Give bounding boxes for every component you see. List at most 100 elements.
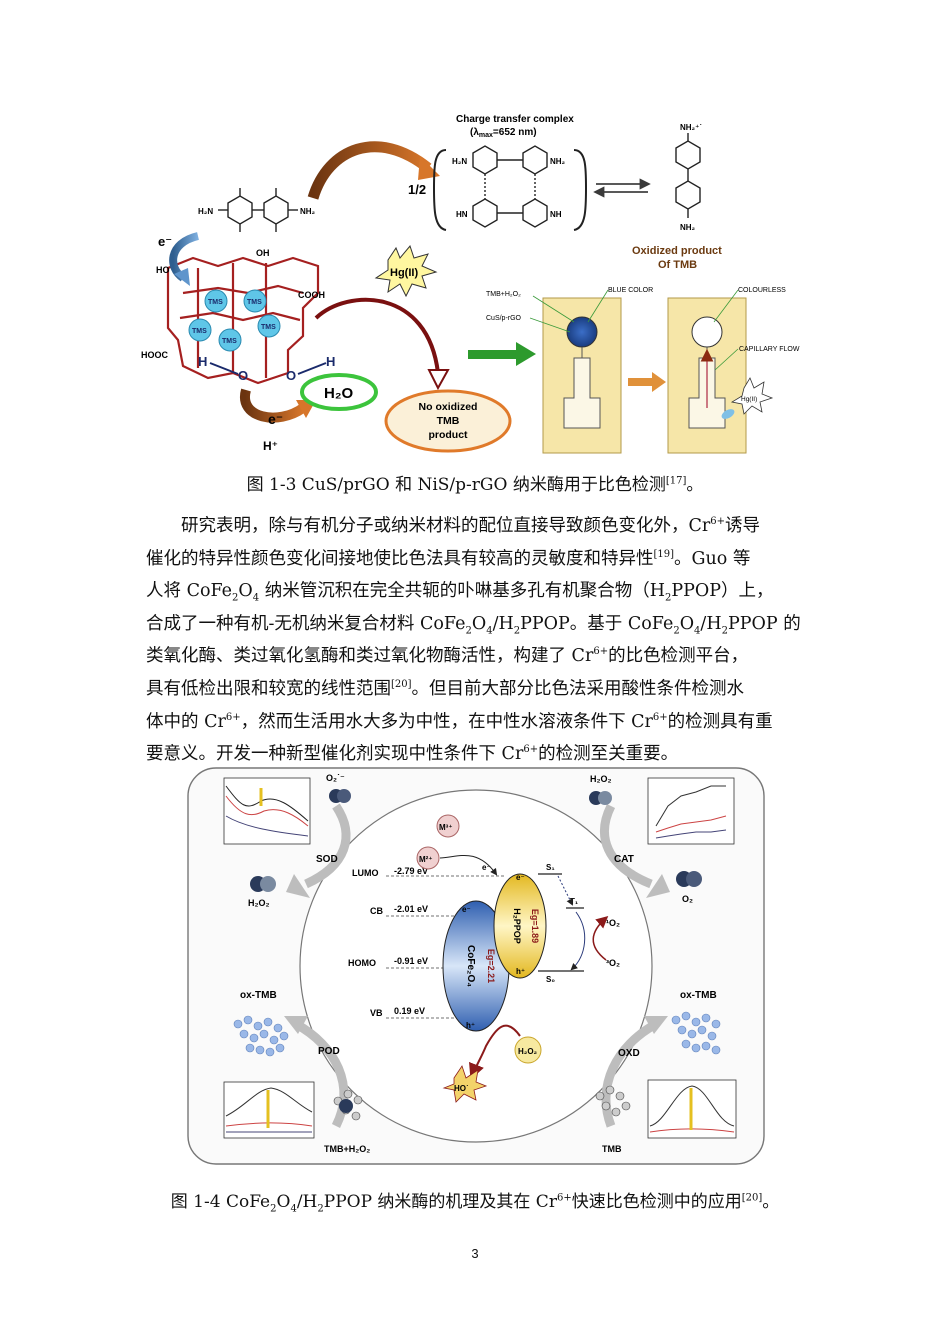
singlet-o2-label: ¹O₂: [606, 918, 620, 928]
o-right: O: [286, 368, 296, 383]
tms-dots: [188, 289, 281, 352]
colourless-label: COLOURLESS: [738, 287, 786, 294]
tmb-h2o2-molecule: [333, 1089, 363, 1121]
vb-label: VB: [370, 1008, 383, 1018]
ox-nh2-radical: NH₂⁺˙: [680, 123, 702, 132]
pod-mini-chart: [223, 1081, 315, 1139]
m3-label: M³⁺: [439, 823, 453, 832]
hg-label-device: Hg(II): [741, 396, 757, 403]
h2ppop-band: [493, 873, 547, 979]
sod-label: SOD: [316, 854, 338, 865]
pod-label: POD: [318, 1046, 340, 1057]
para-line-8: 要意义。开发一种新型催化剂实现中性条件下 Cr6+的检测至关重要。: [146, 744, 679, 765]
figure-1-3: H₂N NH₂ TMS TMS TMS TMS TMS OH HO COOH H…: [138, 108, 828, 463]
eg1-label: Eg=2.21: [486, 949, 496, 983]
ox-tmb-left-molecule: [233, 1015, 289, 1057]
tmb-nh2-label: NH₂: [300, 207, 316, 216]
orange-arrow-bottom: [240, 388, 306, 423]
caption1-ref: [17]: [665, 475, 687, 487]
cofe-h-label: h⁺: [466, 1021, 475, 1030]
caption2-part4: PPOP 纳米酶的机理及其在 Cr: [323, 1192, 557, 1212]
orange-arrow-devices: [652, 372, 666, 392]
homo-label: HOMO: [348, 958, 376, 968]
figure-1-3-graphic: H₂N NH₂ TMS TMS TMS TMS TMS OH HO COOH H…: [141, 114, 800, 454]
tms-label-4: TMS: [261, 324, 276, 331]
tms-label-1: TMS: [208, 299, 223, 306]
oxidized-tmb-molecule: [675, 133, 701, 218]
no-ox-line2: TMB: [437, 415, 460, 427]
para-line-2: 催化的特异性颜色变化间接地使比色法具有较高的灵敏度和特异性[19]。Guo 等: [146, 548, 751, 569]
cat-mini-chart: [647, 777, 735, 845]
blue-color-label: BLUE COLOR: [608, 287, 653, 294]
tmb-h2n-label: H₂N: [198, 207, 213, 216]
of-tmb-label: Of TMB: [658, 259, 697, 271]
oxd-mini-chart: [647, 1079, 737, 1139]
graphene-ho: HO: [156, 265, 170, 275]
h2o2-center: [514, 1036, 542, 1064]
ox-tmb-right-label: ox-TMB: [680, 990, 717, 1001]
homo-value: -0.91 eV: [394, 956, 428, 966]
eg2-label: Eg=1.89: [530, 909, 540, 943]
caption2-ref: [20]: [741, 1192, 763, 1204]
ho-burst: [442, 1065, 488, 1103]
caption2-part2: O: [276, 1192, 291, 1212]
blue-spot: [566, 316, 598, 348]
triplet-o2-label: ³O₂: [606, 958, 620, 968]
figure-1-4-caption: 图 1-4 CoFe2O4/H2PPOP 纳米酶的机理及其在 Cr6+快速比色检…: [0, 1187, 950, 1215]
tmb-molecule-right: [595, 1085, 631, 1117]
h2o2-center-label: H₂O₂: [518, 1047, 538, 1056]
half-label: 1/2: [408, 182, 426, 197]
cofe-e-label: e⁻: [462, 905, 471, 914]
tms-label-3: TMS: [192, 328, 207, 335]
hg-burst-device: [730, 377, 774, 415]
vb-value: 0.19 eV: [394, 1006, 425, 1016]
ct-nh2: NH₂: [550, 157, 566, 166]
ct-nh: NH: [550, 210, 562, 219]
para-line-3: 人将 CoFe2O4 纳米管沉积在完全共轭的卟啉基多孔有机聚合物（H2PPOP）…: [146, 581, 774, 604]
caption2-sub2: 4: [290, 1203, 297, 1215]
t1-label: T₁: [570, 897, 579, 906]
tmb-h2o2-label: TMB+H₂O₂: [324, 1144, 370, 1154]
no-oxidized-oval: [384, 389, 512, 453]
cb-label: CB: [370, 906, 383, 916]
tmb-h2o2-device-label: TMB+H₂O₂: [486, 291, 521, 298]
ox-tmb-right-molecule: [671, 1011, 721, 1055]
caption2-sup1: 6+: [556, 1192, 572, 1204]
figure-1-4-graphic: SOD O₂˙⁻ H₂O₂ CAT H₂O₂ O₂ ox-TMB POD TMB…: [187, 767, 765, 1165]
ox-tmb-left-label: ox-TMB: [240, 990, 277, 1001]
ct-title: Charge transfer complex: [456, 114, 574, 125]
tms-label-2: TMS: [247, 299, 262, 306]
caption2-end: 。: [762, 1192, 780, 1212]
colourless-spot: [691, 316, 723, 348]
ct-molecules: [472, 145, 548, 228]
ct-hn: HN: [456, 210, 468, 219]
h-plus-label: H⁺: [263, 439, 278, 453]
para-line-5: 类氧化酶、类过氧化氢酶和类过氧化物酶活性，构建了 Cr6+的比色检测平台，: [146, 646, 749, 667]
capillary-label: CAPILLARY FLOW: [739, 346, 800, 353]
lumo-value: -2.79 eV: [394, 866, 428, 876]
lumo-label: LUMO: [352, 868, 379, 878]
cat-o2-label: O₂: [682, 894, 693, 904]
ho-radical-label: HO˙: [454, 1084, 469, 1093]
caption1-end: 。: [686, 475, 704, 495]
graphene-hooc: HOOC: [141, 350, 169, 360]
h2ppop-label: H₂PPOP: [512, 908, 522, 944]
ct-h2n: H₂N: [452, 157, 467, 166]
h-right: H: [326, 354, 335, 369]
caption2-part3: /H: [296, 1192, 318, 1212]
hg-burst-top: [374, 244, 438, 298]
caption2-part5: 快速比色检测中的应用: [571, 1192, 742, 1212]
figure-1-4: SOD O₂˙⁻ H₂O₂ CAT H₂O₂ O₂ ox-TMB POD TMB…: [186, 766, 766, 1166]
graphene-oh: OH: [256, 248, 270, 258]
cus-prgo-label: CuS/p-rGO: [486, 315, 522, 322]
no-ox-line3: product: [428, 429, 468, 441]
m2-label: M²⁺: [419, 855, 433, 864]
m2-ion: [416, 846, 440, 870]
tms-label-5: TMS: [222, 338, 237, 345]
figure-1-3-caption: 图 1-3 CuS/prGO 和 NiS/p-rGO 纳米酶用于比色检测[17]…: [0, 470, 950, 495]
ox-nh2: NH₂: [680, 223, 696, 232]
m-e-label: e⁻: [482, 863, 491, 872]
ppop-h-label: h⁺: [516, 967, 525, 976]
caption2-sub3: 2: [317, 1203, 324, 1215]
sod-h2o2-label: H₂O₂: [248, 898, 270, 908]
